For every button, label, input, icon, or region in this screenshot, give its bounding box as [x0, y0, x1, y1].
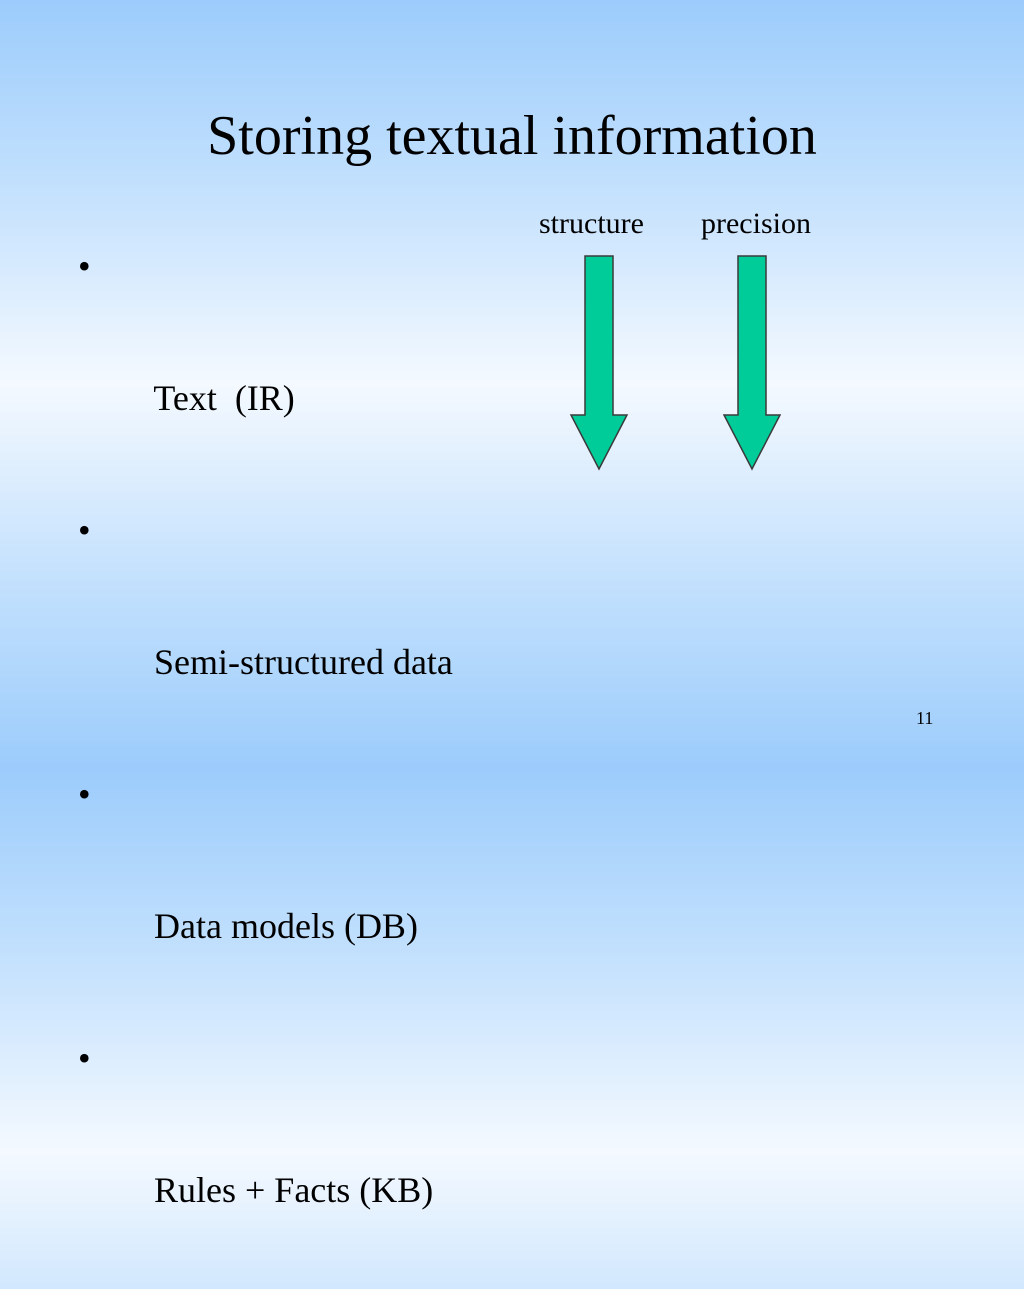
bullet-text: Data models (DB)	[154, 906, 418, 946]
slide-title: Storing textual information	[207, 105, 817, 167]
precision-down-arrow-icon	[722, 255, 782, 471]
bullet-dot: •	[78, 510, 91, 550]
slide: { "slide": { "title": "Storing textual i…	[0, 0, 1024, 1210]
arrow-shape	[722, 255, 782, 471]
slide-number: 11	[916, 708, 934, 728]
bullet-item: • Data models (DB)	[78, 761, 453, 1025]
bullet-text: Rules + Facts (KB)	[154, 1170, 434, 1210]
bullet-list: • Text (IR) • Semi-structured data • Dat…	[78, 233, 453, 1289]
bullet-dot: •	[78, 774, 91, 814]
structure-down-arrow-icon	[569, 255, 629, 471]
bullet-item: • Rules + Facts (KB)	[78, 1025, 453, 1289]
bullet-dot: •	[78, 1038, 91, 1078]
precision-label: precision	[701, 207, 811, 240]
bullet-item: • Text (IR)	[78, 233, 453, 497]
arrow-shape	[569, 255, 629, 471]
structure-label: structure	[539, 207, 644, 240]
bullet-text: Semi-structured data	[154, 642, 453, 682]
bullet-item: • Semi-structured data	[78, 497, 453, 761]
bullet-dot: •	[78, 246, 91, 286]
bullet-text: Text (IR)	[153, 378, 295, 418]
